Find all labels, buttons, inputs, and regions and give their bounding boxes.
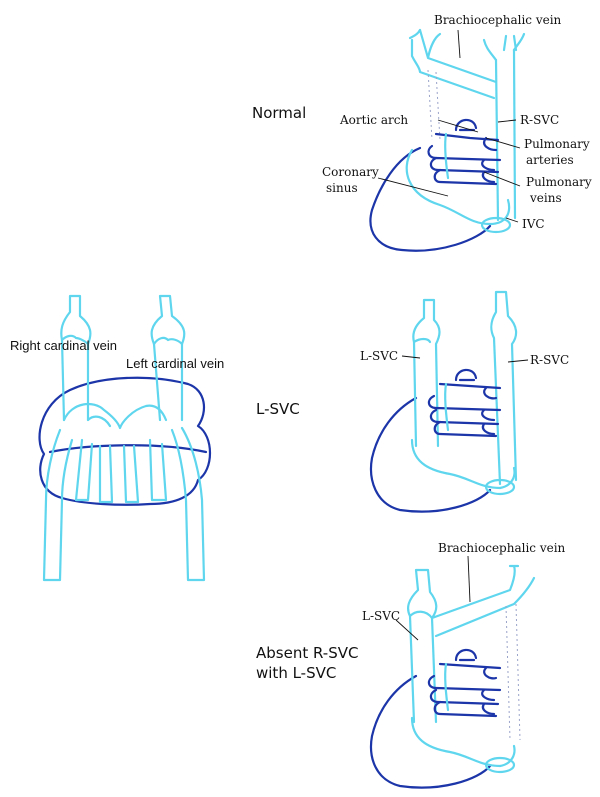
absent-label-brachiocephalic: Brachiocephalic vein bbox=[438, 541, 566, 555]
absent-caption-line1: Absent R-SVC bbox=[256, 644, 358, 662]
normal-label-coronary-1: Coronary bbox=[322, 165, 379, 179]
lsvc-label-lsvc: L-SVC bbox=[360, 349, 398, 363]
embryo-label-right-cardinal: Right cardinal vein bbox=[10, 338, 117, 353]
absent-aortic-arch bbox=[456, 650, 476, 660]
absent-caption-line2: with L-SVC bbox=[256, 664, 336, 682]
absent-label-lsvc: L-SVC bbox=[362, 609, 400, 623]
embryo-label-left-cardinal: Left cardinal vein bbox=[126, 356, 224, 371]
absent-pulmonary-veins bbox=[429, 664, 500, 716]
lsvc-label-rsvc: R-SVC bbox=[530, 353, 569, 367]
normal-rsvc bbox=[496, 50, 515, 220]
normal-label-aortic-arch: Aortic arch bbox=[339, 113, 408, 127]
lsvc-pulmonary-veins bbox=[429, 384, 500, 436]
normal-label-rsvc: R-SVC bbox=[520, 113, 559, 127]
normal-label-pulm-arteries-1: Pulmonary bbox=[524, 137, 590, 151]
normal-label-pulm-veins-2: veins bbox=[529, 191, 562, 205]
normal-panel: Normal Brachiocephalic vein R-SVC Aortic… bbox=[252, 13, 592, 251]
absent-heart-outline bbox=[371, 676, 490, 788]
absent-brachiocephalic bbox=[432, 566, 534, 636]
normal-caption: Normal bbox=[252, 104, 306, 122]
absent-panel: Absent R-SVC with L-SVC Brachiocephalic … bbox=[256, 541, 566, 788]
embryo-right-cardinal-vein bbox=[61, 296, 90, 420]
normal-right-atrium bbox=[407, 150, 509, 224]
normal-label-pulm-arteries-2: arteries bbox=[526, 153, 574, 167]
lsvc-panel: L-SVC L-SVC R-SVC bbox=[256, 292, 569, 512]
lsvc-caption: L-SVC bbox=[256, 400, 300, 418]
normal-label-ivc: IVC bbox=[522, 217, 545, 231]
normal-label-coronary-2: sinus bbox=[326, 181, 358, 195]
normal-label-pulm-veins-1: Pulmonary bbox=[526, 175, 592, 189]
embryo-panel: Right cardinal vein Left cardinal vein bbox=[10, 296, 224, 580]
normal-label-brachiocephalic: Brachiocephalic vein bbox=[434, 13, 562, 27]
normal-ivc bbox=[482, 218, 510, 232]
lsvc-aortic-arch bbox=[456, 370, 476, 380]
normal-pulmonary-veins bbox=[429, 134, 500, 184]
